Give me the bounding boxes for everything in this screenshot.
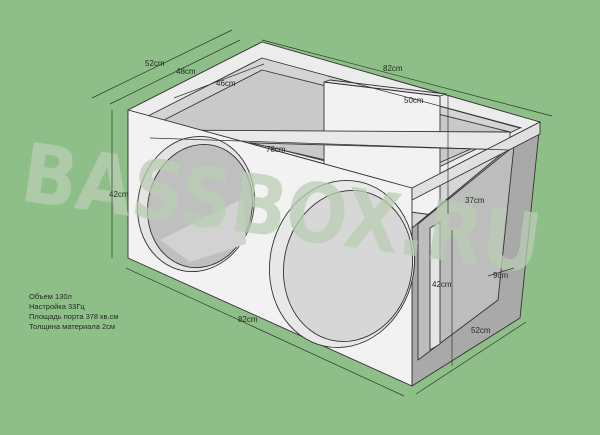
port-panel-top <box>323 79 447 97</box>
dim-port-gap: 9cm <box>493 271 508 280</box>
spec-volume: Объем 130л <box>29 292 72 301</box>
dim-top-width: 82cm <box>383 64 403 73</box>
spec-material-thickness: Толщина материала 2см <box>29 322 116 331</box>
port-slot <box>429 221 441 351</box>
front-top-edge <box>411 121 541 201</box>
dim-inner-depth: 46cm <box>216 79 236 88</box>
spec-port-area: Площадь порта 378 кв.см <box>29 312 119 321</box>
speaker-cutout-left <box>137 135 255 273</box>
speaker-cutout-right <box>268 180 416 348</box>
dim-top-depth-outer: 52cm <box>145 59 165 68</box>
port-opening <box>417 145 515 361</box>
dim-port-width: 50cm <box>404 96 424 105</box>
dim-port-height: 37cm <box>465 196 485 205</box>
dimension-lines <box>91 29 553 397</box>
dim-inner-width: 78cm <box>266 145 286 154</box>
dim-front-width: 82cm <box>238 315 258 324</box>
spec-tuning: Настройка 33Гц <box>29 302 85 311</box>
dim-side-height: 42cm <box>432 280 452 289</box>
dim-side-depth: 52cm <box>471 326 491 335</box>
dim-top-depth-inner: 48cm <box>176 67 196 76</box>
dim-front-height: 42cm <box>109 190 129 199</box>
